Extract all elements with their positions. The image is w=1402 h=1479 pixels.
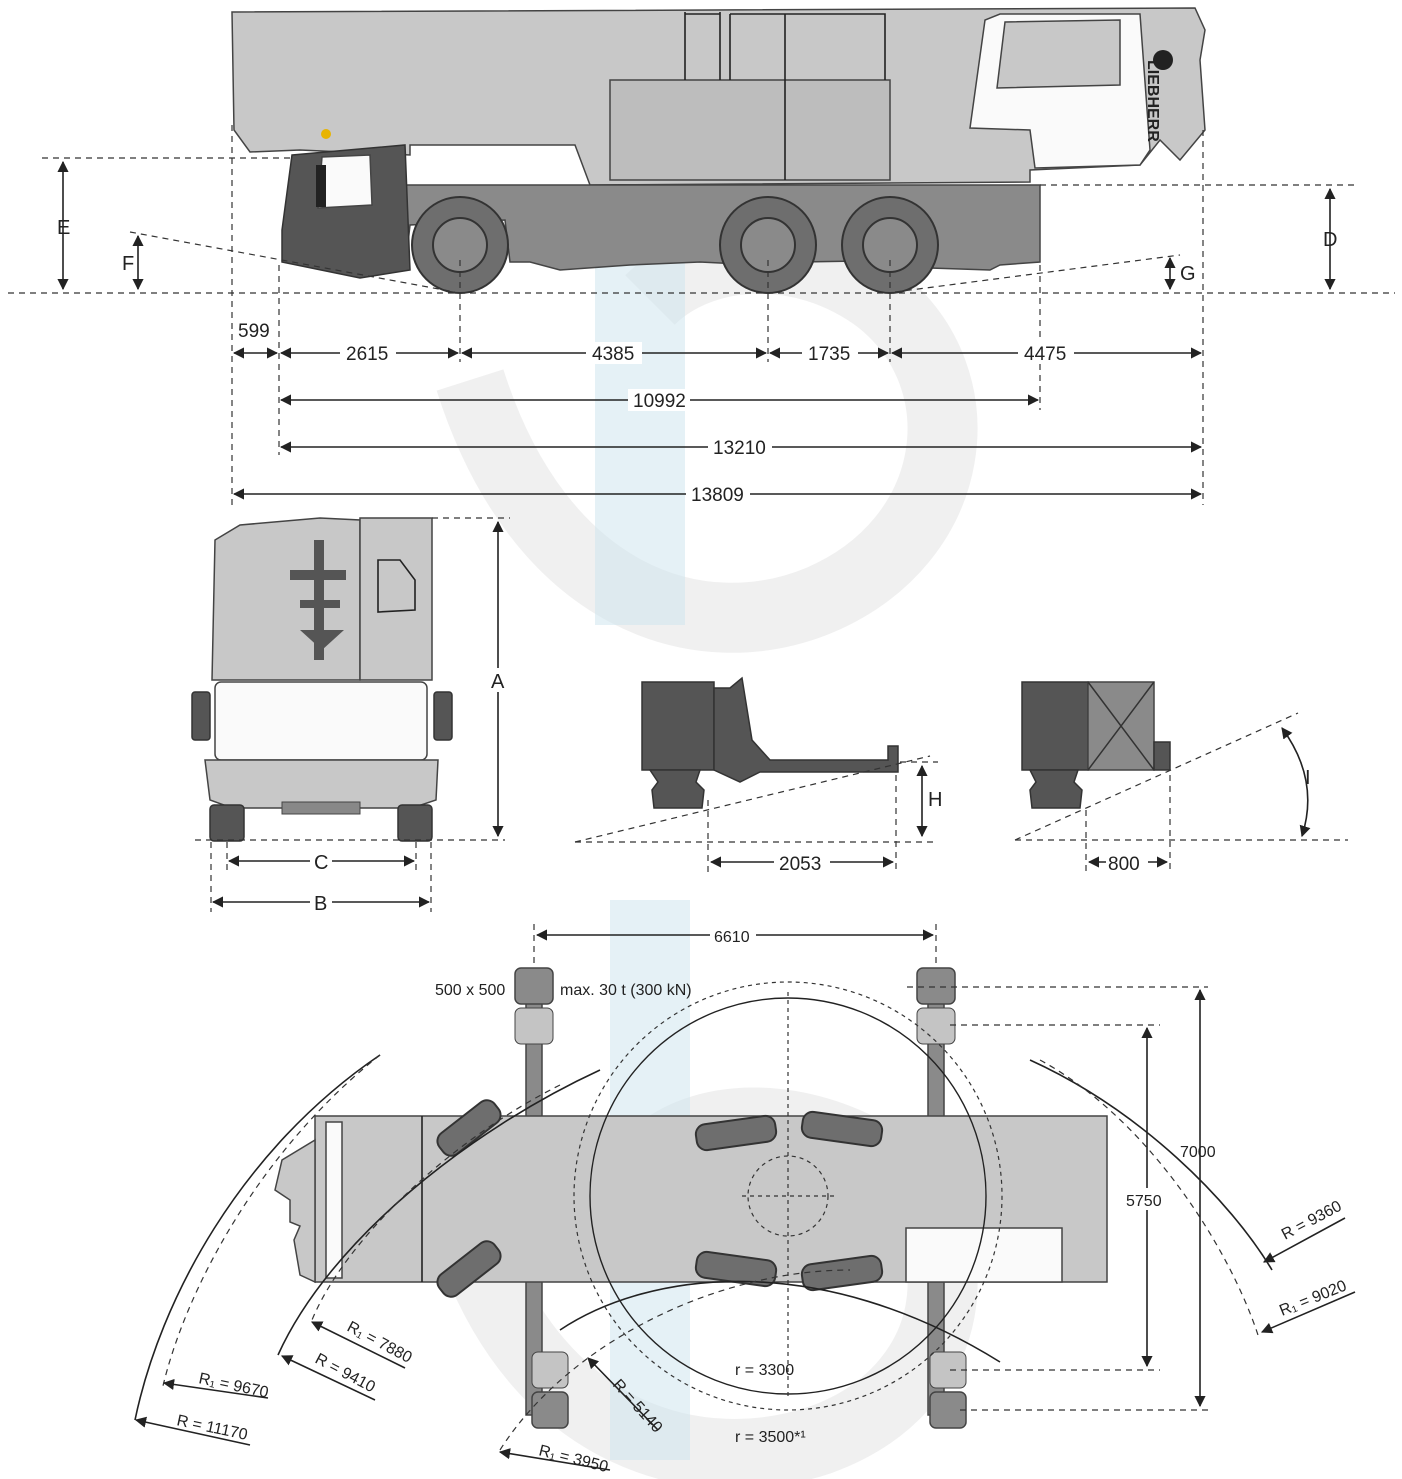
dim-1735: 1735 — [808, 344, 850, 365]
dim-letter-d: D — [1323, 229, 1337, 251]
dim-letter-f: F — [122, 253, 134, 275]
pad-load-label: max. 30 t (300 kN) — [560, 982, 692, 999]
dim-5750: 5750 — [1126, 1193, 1162, 1210]
dim-letter-a: A — [491, 671, 505, 693]
dim-10992: 10992 — [633, 391, 686, 412]
front-view: A C B — [191, 517, 510, 915]
dim-599: 599 — [238, 321, 270, 342]
dim-6610: 6610 — [714, 929, 750, 946]
hook-block — [290, 540, 346, 660]
dim-4475: 4475 — [1024, 344, 1066, 365]
top-wheels — [436, 1099, 884, 1298]
departure-angle-view: I 800 — [1014, 681, 1348, 875]
driver-cab — [281, 144, 411, 279]
dim-letter-e: E — [57, 217, 70, 239]
radius-r-9410: R = 9410 — [312, 1351, 378, 1397]
dim-4385: 4385 — [592, 344, 634, 365]
side-view: LIEBHERR E F — [8, 7, 1395, 506]
dim-13210: 13210 — [713, 438, 766, 459]
dim-2615: 2615 — [346, 344, 388, 365]
dim-letter-h: H — [928, 789, 942, 811]
beacon-icon — [321, 129, 331, 139]
dim-13809: 13809 — [691, 485, 744, 506]
radius-r1-9670: R₁ = 9670 — [197, 1370, 270, 1401]
dim-letter-i: I — [1305, 767, 1311, 789]
top-view: 6610 500 x 500 max. 30 t (300 kN) 7000 5… — [134, 924, 1356, 1476]
side-wheels — [411, 196, 939, 294]
hook-icon — [1153, 50, 1173, 70]
radius-r-11170: R = 11170 — [175, 1412, 249, 1444]
dim-2053: 2053 — [779, 854, 821, 875]
windshield — [214, 681, 428, 761]
dim-letter-b: B — [314, 893, 327, 915]
radius-r-3500: r = 3500*¹ — [735, 1429, 806, 1446]
dim-7000: 7000 — [1180, 1144, 1216, 1161]
radius-r-3300: r = 3300 — [735, 1362, 794, 1379]
engine-housing — [609, 79, 891, 181]
dim-letter-c: C — [314, 852, 328, 874]
dim-letter-g: G — [1180, 263, 1196, 285]
pad-size-label: 500 x 500 — [435, 982, 505, 999]
approach-angle-view: H 2053 — [574, 676, 942, 875]
dim-800: 800 — [1108, 854, 1140, 875]
liebherr-logo-text: LIEBHERR — [1144, 60, 1161, 142]
